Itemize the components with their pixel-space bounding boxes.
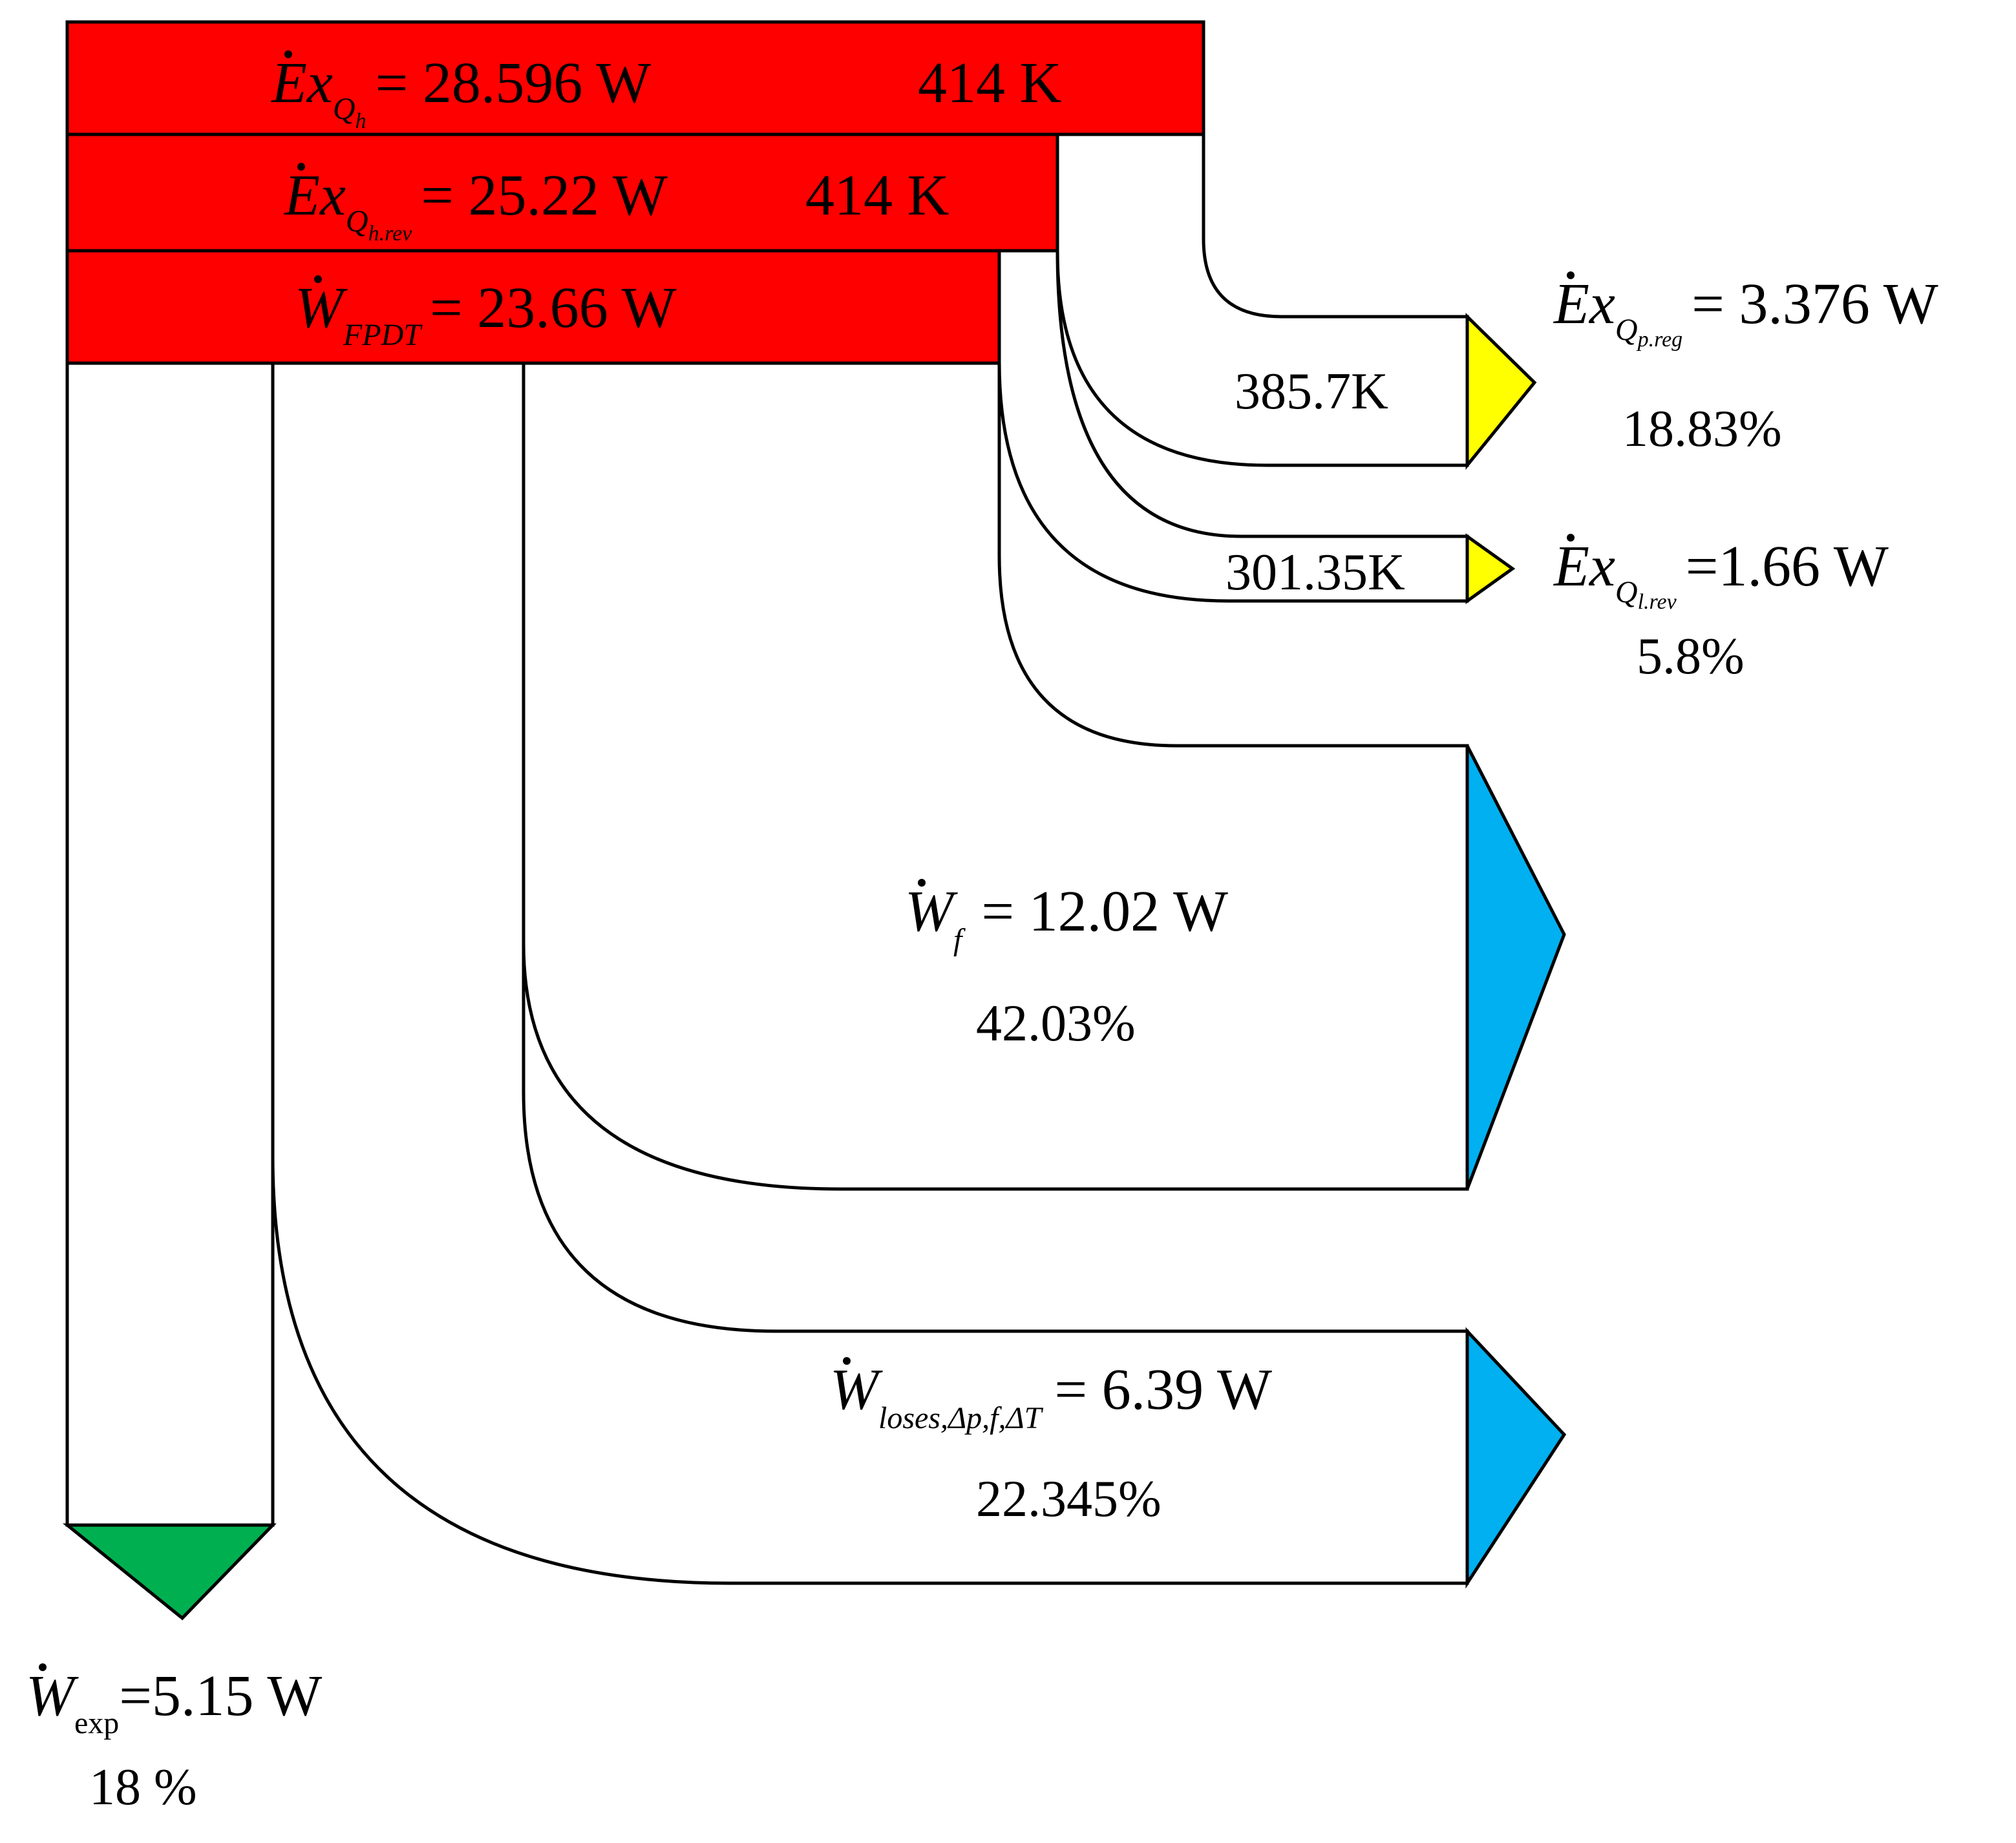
regenerator-arrow-icon — [1465, 313, 1537, 470]
expansion-percent: 18 % — [89, 1759, 197, 1816]
heat-input-label: ExQh= 28.596 W — [270, 51, 651, 133]
heat-input-bar — [65, 20, 1205, 136]
regenerator-temp: 385.7K — [1235, 363, 1388, 420]
expansion-label: Wexp=5.15 W — [26, 1664, 322, 1740]
regenerator-flow-band — [1056, 132, 1469, 467]
friction-label: Wf= 12.02 W — [905, 879, 1228, 957]
losses-percent: 22.345% — [976, 1471, 1162, 1528]
heat-rev-temp: 414 K — [805, 163, 950, 227]
regenerator-percent: 18.83% — [1622, 401, 1782, 458]
cold-arrow-icon — [1465, 533, 1516, 604]
friction-flow-band — [522, 361, 1469, 1191]
friction-percent: 42.03% — [976, 995, 1136, 1052]
cold-temp: 301.35K — [1226, 544, 1405, 601]
cold-percent: 5.8% — [1637, 628, 1745, 685]
heat-rev-label: ExQh.rev= 25.22 W — [283, 163, 668, 246]
expansion-flow-band — [65, 361, 275, 1527]
fpdt-work-label: WFPDT= 23.66 W — [295, 276, 677, 352]
regenerator-label: ExQp.reg= 3.376 W — [1553, 272, 1938, 352]
overdot-marks — [39, 50, 1575, 1671]
losses-flow-band — [271, 361, 1469, 1585]
friction-arrow-icon — [1465, 744, 1566, 1190]
cold-label: ExQl.rev=1.66 W — [1553, 534, 1889, 614]
heat-input-temp: 414 K — [918, 51, 1062, 115]
fpdt-work-bar — [65, 249, 1001, 365]
heat-rev-bar — [65, 132, 1059, 253]
losses-label: Wloses,Δp,f,ΔT= 6.39 W — [830, 1358, 1272, 1435]
losses-arrow-icon — [1465, 1327, 1567, 1589]
expansion-arrow-icon — [62, 1523, 277, 1621]
